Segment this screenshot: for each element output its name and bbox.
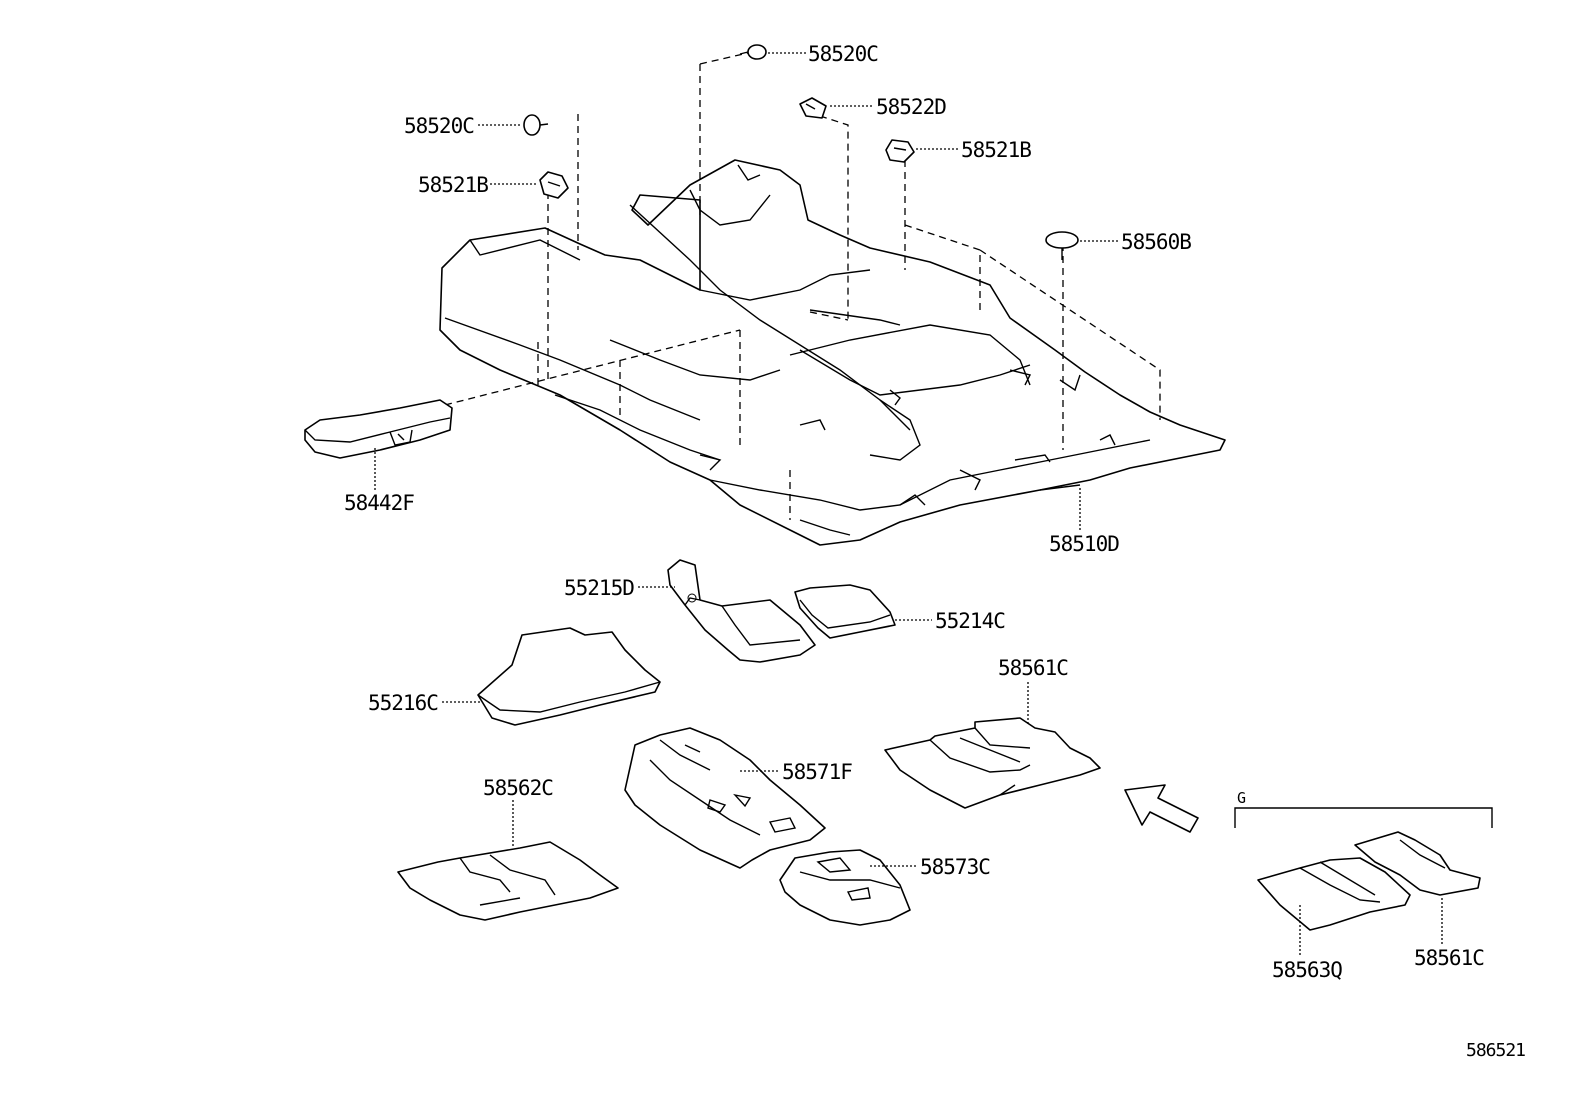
label-58520C-left[interactable]: 58520C: [404, 114, 475, 138]
label-58521B-right[interactable]: 58521B: [961, 138, 1032, 162]
mat-58562C: [397, 841, 619, 921]
label-58521B-left[interactable]: 58521B: [418, 173, 489, 197]
group-label: G: [1237, 789, 1246, 807]
clip-58522D-icon: [799, 97, 827, 119]
label-58561C-mid[interactable]: 58561C: [998, 656, 1069, 680]
mat-55216C: [477, 627, 661, 726]
assembly-lines: [444, 51, 1161, 520]
mat-55215D: [667, 559, 816, 663]
tunnel-cover-58573C: [779, 849, 911, 926]
clip-58521B-right-icon: [885, 139, 915, 163]
clip-58520C-left-icon: [523, 114, 549, 136]
mat-58561C-mid: [884, 717, 1101, 809]
label-58562C[interactable]: 58562C: [483, 776, 554, 800]
label-58442F[interactable]: 58442F: [344, 491, 415, 515]
label-58563Q[interactable]: 58563Q: [1272, 958, 1343, 982]
label-58571F[interactable]: 58571F: [782, 760, 853, 784]
label-58520C-top[interactable]: 58520C: [808, 42, 879, 66]
mat-55214C: [794, 584, 896, 639]
label-55215D[interactable]: 55215D: [564, 576, 635, 600]
mat-58561C-right: [1354, 831, 1481, 896]
clip-58520C-top-icon: [739, 44, 767, 60]
label-58560B[interactable]: 58560B: [1121, 230, 1192, 254]
group-bracket: [1234, 807, 1493, 828]
tunnel-cover-58571F: [624, 727, 826, 869]
label-58561C-right[interactable]: 58561C: [1414, 946, 1485, 970]
label-55214C[interactable]: 55214C: [935, 609, 1006, 633]
label-55216C[interactable]: 55216C: [368, 691, 439, 715]
plug-58560B-icon: [1045, 231, 1079, 260]
clip-58521B-left-icon: [539, 171, 569, 199]
label-58522D[interactable]: 58522D: [876, 95, 947, 119]
duct-58442F: [304, 399, 453, 459]
mat-58563Q: [1257, 857, 1411, 931]
figure-number: 586521: [1466, 1040, 1525, 1061]
arrow-icon: [1124, 784, 1199, 833]
floor-carpet-58510D: [439, 159, 1226, 546]
label-58573C[interactable]: 58573C: [920, 855, 991, 879]
leader-lines: [374, 52, 1443, 955]
part-labels: 58520C 58522D 58520C 58521B 58521B 58560…: [344, 42, 1526, 1061]
label-58510D[interactable]: 58510D: [1049, 532, 1120, 556]
